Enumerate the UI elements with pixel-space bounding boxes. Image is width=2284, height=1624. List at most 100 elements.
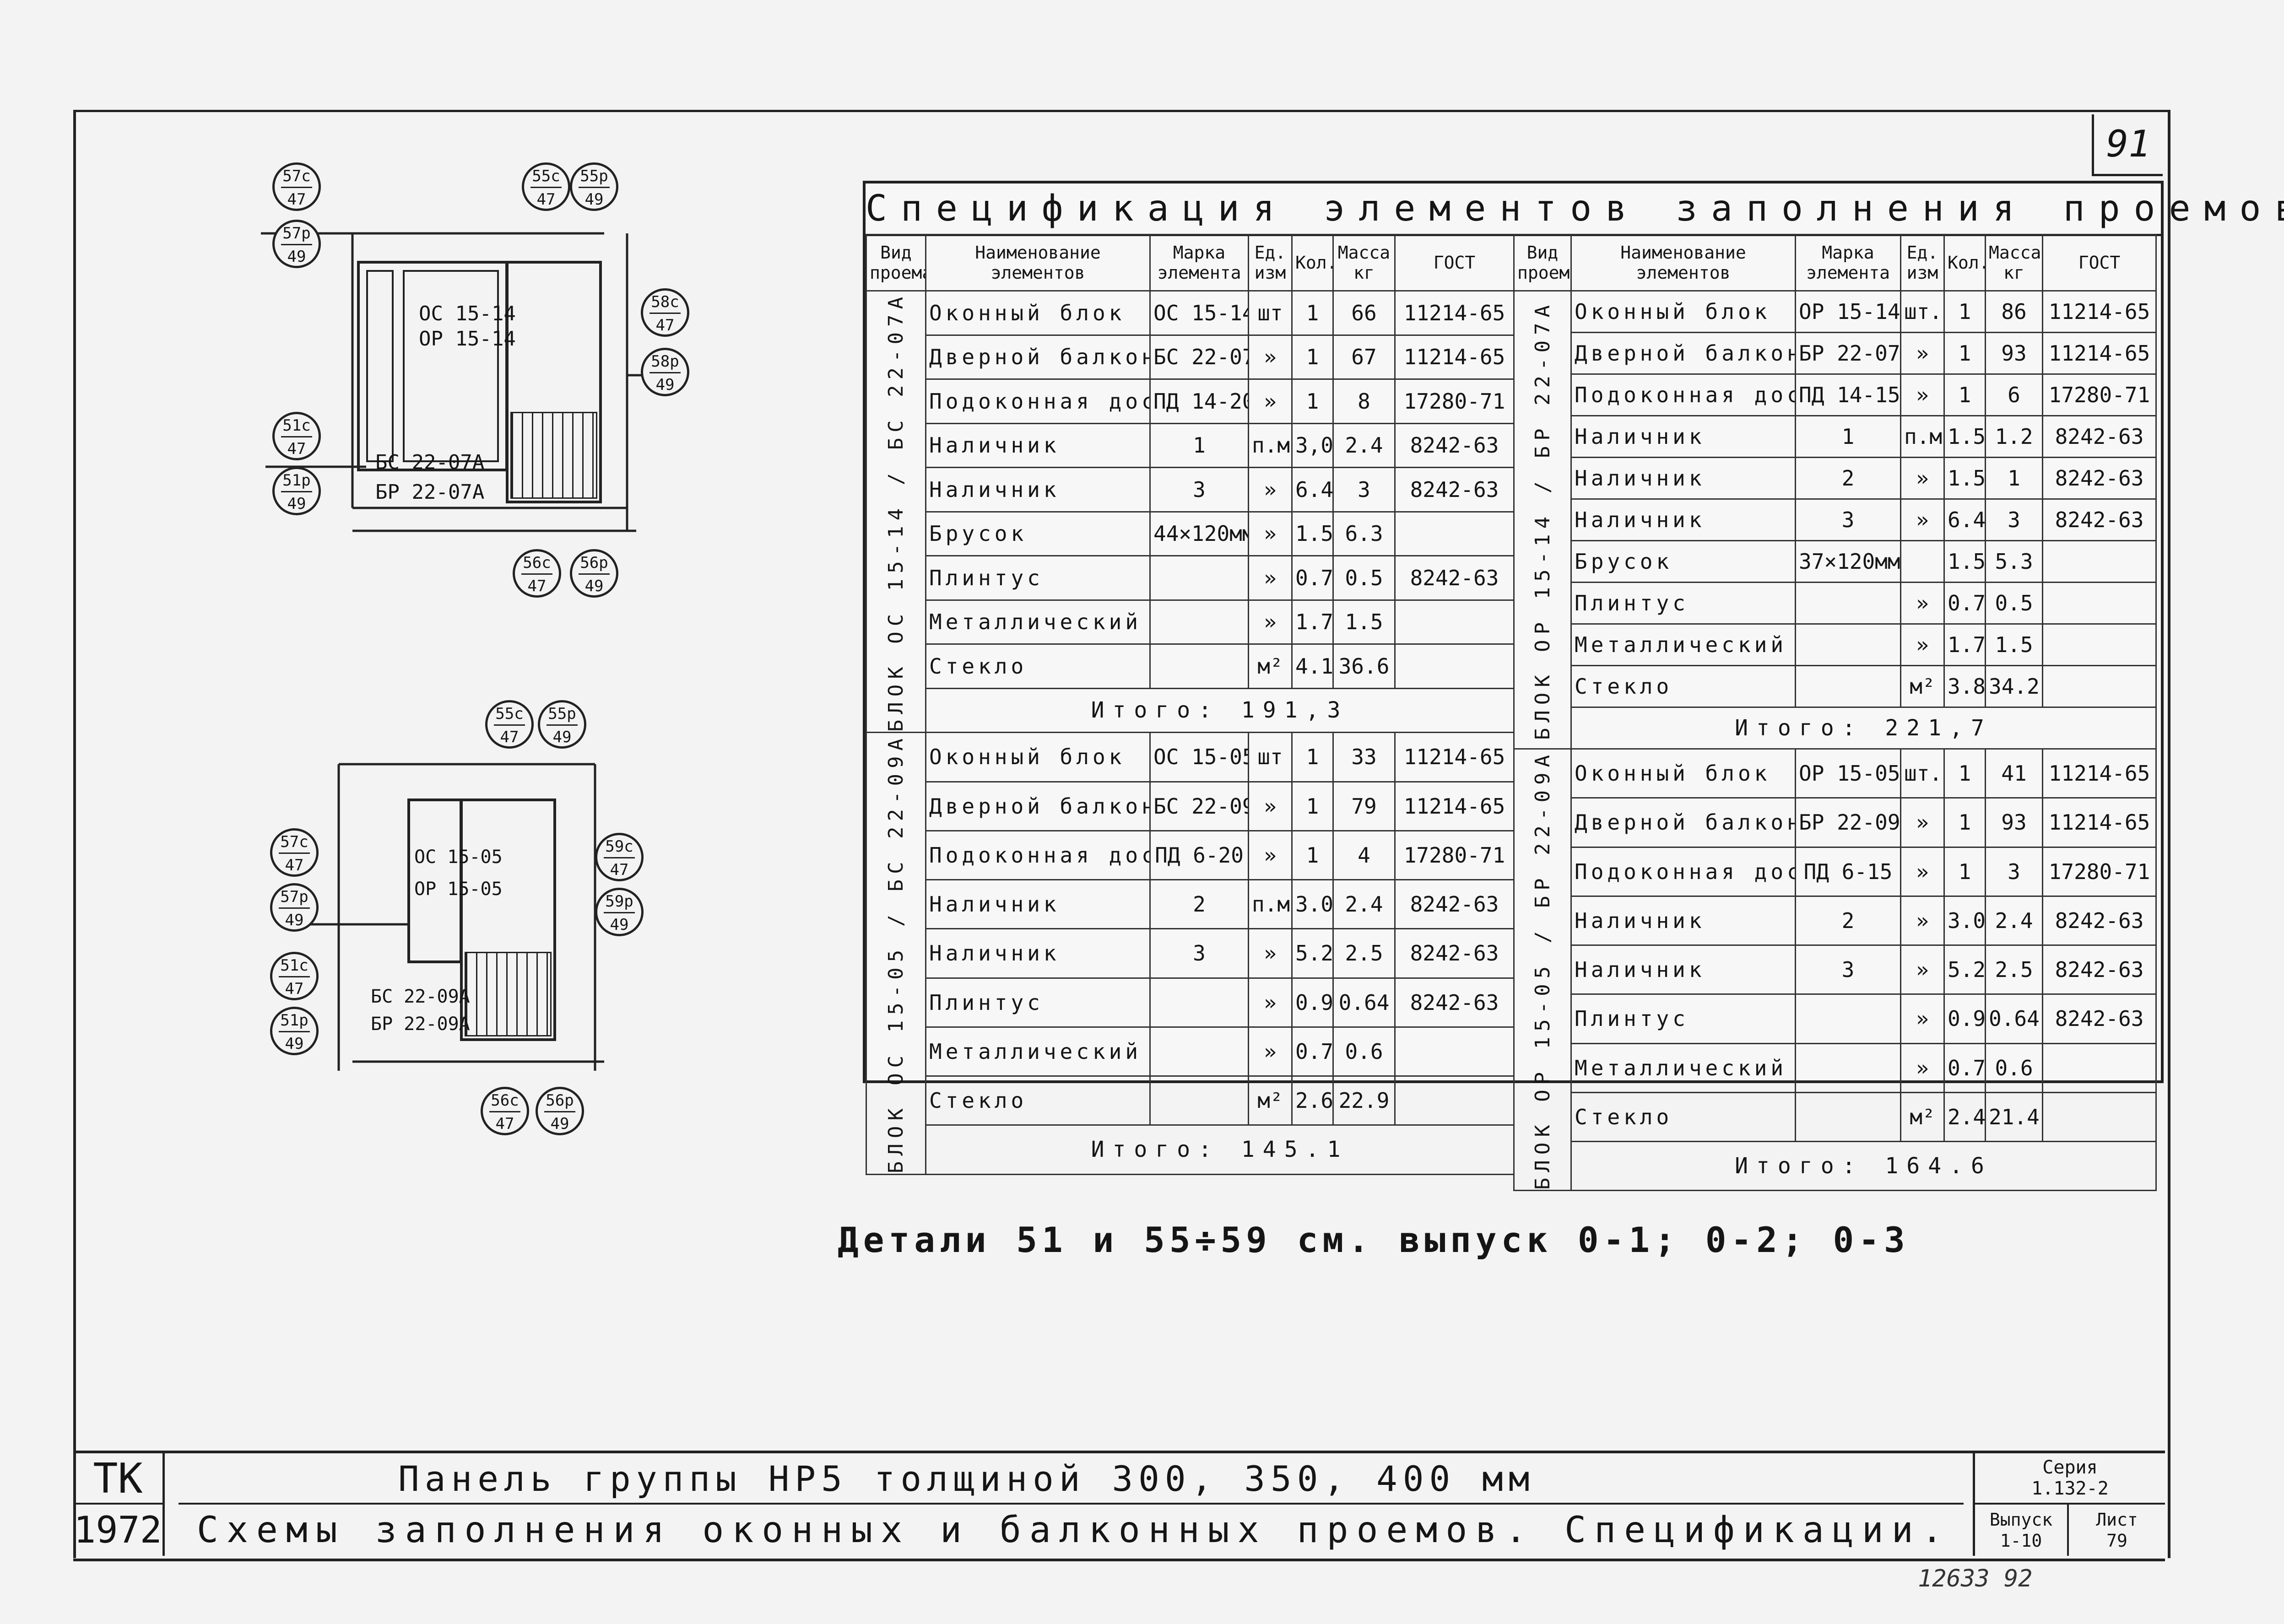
table-cell bbox=[1394, 643, 1515, 689]
table-cell: Дверной балкон блок bbox=[925, 334, 1151, 380]
window-label-2b: ОР 15-05 bbox=[414, 879, 503, 900]
table-cell bbox=[2042, 665, 2157, 708]
table-cell: 2 bbox=[1795, 457, 1901, 500]
series-cell: Серия 1.132-2 bbox=[1973, 1453, 2165, 1505]
table-cell: 5.2 bbox=[1943, 944, 1986, 995]
opening-type-cell: БЛОК ОР 15-05 / БР 22-09А bbox=[1513, 748, 1572, 1192]
table-cell: » bbox=[1248, 334, 1293, 380]
table-cell: 33 bbox=[1332, 732, 1396, 782]
issue-cell: Выпуск 1-10 bbox=[1973, 1505, 2069, 1556]
table-cell: 1 bbox=[1291, 290, 1334, 336]
spec-title: Спецификация элементов заполнения проемо… bbox=[866, 183, 2284, 236]
table-cell: 17280-71 bbox=[1394, 378, 1515, 424]
table-cell: ОС 15-14 bbox=[1149, 290, 1249, 336]
table-cell: 1.5 bbox=[1291, 511, 1334, 557]
table-cell: » bbox=[1248, 467, 1293, 513]
table-cell: 3.0 bbox=[1291, 879, 1334, 930]
table-cell: 44×120мм bbox=[1149, 511, 1249, 557]
sheet-frame bbox=[73, 110, 2170, 1558]
table-cell: ПД 14-15 bbox=[1795, 373, 1901, 416]
table-cell: п.м bbox=[1248, 422, 1293, 469]
table-cell: 1 bbox=[1795, 415, 1901, 458]
table-cell: 2.4 bbox=[1985, 895, 2043, 946]
table-cell: 11214-65 bbox=[2042, 332, 2157, 375]
table-cell: 11214-65 bbox=[2042, 797, 2157, 848]
table-row: Металлический слив»0.700.6 bbox=[1514, 1042, 2157, 1093]
table-cell bbox=[1149, 555, 1249, 601]
series-value: 1.132-2 bbox=[2031, 1478, 2109, 1499]
table-cell: » bbox=[1248, 977, 1293, 1028]
table-cell: » bbox=[1900, 582, 1945, 625]
table-cell: шт. bbox=[1900, 290, 1945, 333]
table-cell: 11214-65 bbox=[1394, 732, 1515, 782]
sheet-value: 79 bbox=[2106, 1531, 2127, 1551]
table-cell bbox=[1149, 1026, 1249, 1077]
table-cell: Брусок bbox=[925, 511, 1151, 557]
window-label-1b: ОР 15-14 bbox=[419, 327, 516, 351]
door-panel-2 bbox=[465, 952, 552, 1036]
table-cell: » bbox=[1900, 846, 1945, 897]
table-cell bbox=[2042, 623, 2157, 666]
table-cell: 3 bbox=[1149, 928, 1249, 979]
issue-label: Выпуск bbox=[1989, 1510, 2053, 1530]
table-cell: 0.5 bbox=[1332, 555, 1396, 601]
spec-left: Вид проема Наименование элементов Марка … bbox=[866, 234, 1515, 1175]
table-cell: 1 bbox=[1943, 290, 1986, 333]
table-cell: м² bbox=[1900, 1091, 1945, 1143]
table-cell: Оконный блок bbox=[925, 290, 1151, 336]
table-cell: п.м. bbox=[1900, 415, 1945, 458]
table-cell: ОР 15-14 bbox=[1795, 290, 1901, 333]
table-cell: » bbox=[1900, 332, 1945, 375]
table-cell: 0.6 bbox=[1332, 1026, 1396, 1077]
table-cell: 17280-71 bbox=[2042, 846, 2157, 897]
table-row: Металлический слив»1.701.5 bbox=[1514, 623, 2157, 666]
title-line-1: Панель группы НР5 толщиной 300, 350, 400… bbox=[179, 1453, 1964, 1505]
table-cell: 1 bbox=[1985, 457, 2043, 500]
year-label: 1972 bbox=[73, 1505, 165, 1556]
table-cell: 3.89 bbox=[1943, 665, 1986, 708]
door-label-1: БС 22-07А bbox=[375, 451, 485, 474]
table-cell bbox=[1394, 599, 1515, 645]
table-cell: 11214-65 bbox=[1394, 334, 1515, 380]
table-cell: Плинтус bbox=[1570, 993, 1796, 1044]
drawing-2-lines bbox=[293, 763, 641, 1071]
header-cell: Марка элемента bbox=[1795, 234, 1901, 291]
table-cell: 37×120мм bbox=[1795, 540, 1901, 583]
table-cell: 3 bbox=[1332, 467, 1396, 513]
table-cell: 3.0 bbox=[1943, 895, 1986, 946]
table-cell bbox=[1795, 1091, 1901, 1143]
header-cell: ГОСТ bbox=[2042, 234, 2157, 291]
table-cell: 1.5 bbox=[1943, 457, 1986, 500]
table-cell bbox=[2042, 582, 2157, 625]
table-row: Металлический слив»1.701.5 bbox=[866, 599, 1515, 645]
table-cell bbox=[1795, 665, 1901, 708]
table-cell: БС 22-09А bbox=[1149, 781, 1249, 831]
table-cell: Металлический слив bbox=[1570, 1042, 1796, 1093]
table-cell: Стекло bbox=[1570, 665, 1796, 708]
table-cell: шт. bbox=[1900, 748, 1945, 799]
total-row: Итого: 221,7 bbox=[1514, 707, 2157, 750]
table-cell: 0.75 bbox=[1291, 555, 1334, 601]
table-cell: м² bbox=[1900, 665, 1945, 708]
table-cell: 0.64 bbox=[1985, 993, 2043, 1044]
table-cell: » bbox=[1248, 378, 1293, 424]
table-cell bbox=[1795, 623, 1901, 666]
table-cell: 17280-71 bbox=[1394, 830, 1515, 881]
table-cell bbox=[1795, 582, 1901, 625]
table-cell: Подоконная доска bbox=[1570, 846, 1796, 897]
table-cell: 6 bbox=[1985, 373, 2043, 416]
